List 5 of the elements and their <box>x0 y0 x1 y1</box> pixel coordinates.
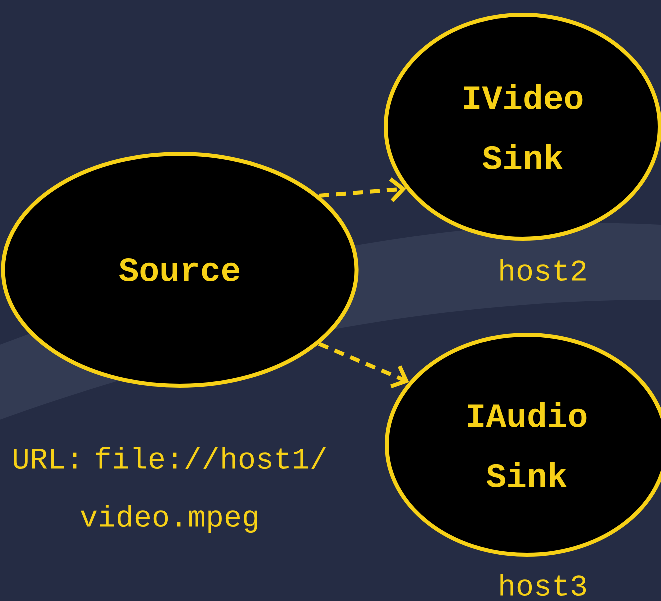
arrow <box>318 342 410 389</box>
caption-text: host3 <box>500 574 586 596</box>
caption-text: host2 <box>500 258 586 282</box>
arrow <box>319 178 406 203</box>
caption-text: URL: file://host1/ video.mpeg <box>14 447 326 533</box>
